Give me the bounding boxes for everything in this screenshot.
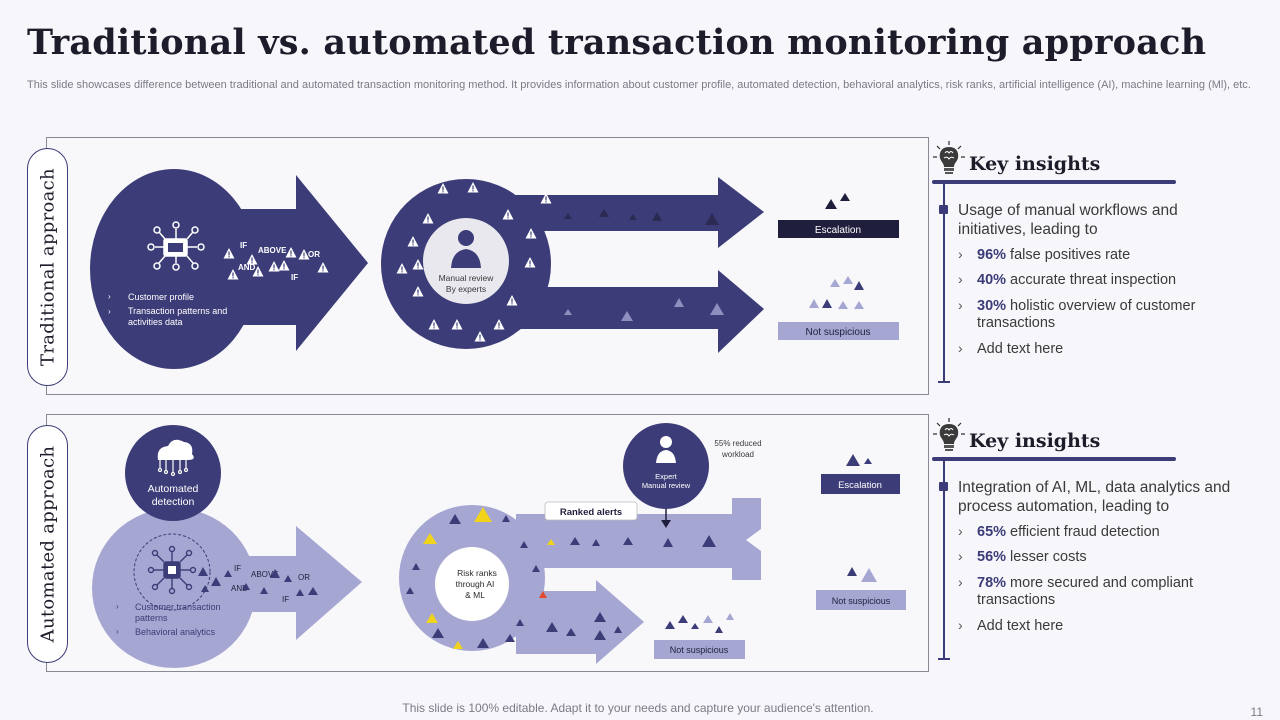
traditional-bullet: Customer profile — [128, 292, 194, 302]
logic-word: OR — [308, 250, 320, 259]
chevron-right-icon: › — [958, 271, 963, 287]
page-title: Traditional vs. automated transaction mo… — [27, 22, 1207, 63]
chip-network-icon — [147, 545, 197, 595]
traditional-bullet: Transaction patterns and — [128, 306, 227, 316]
risk-ranks-label: Risk ranks — [457, 568, 497, 578]
not-suspicious-warnings — [809, 276, 864, 309]
key-insights-heading: Key insights — [969, 430, 1101, 452]
cloud-network-icon — [157, 439, 194, 477]
risk-warnings — [406, 507, 547, 649]
automated-diagram: Automated detection IF ABOVE OR AND IF ›… — [92, 423, 906, 668]
expert-review-circle — [623, 423, 709, 509]
chevron-right-icon: › — [958, 574, 963, 590]
network-screen-icon — [147, 221, 205, 271]
logic-word: ABOVE — [251, 570, 279, 579]
key-insights-bar — [932, 180, 1176, 184]
ranked-alerts-label: Ranked alerts — [560, 507, 622, 518]
not-suspicious-box — [778, 322, 899, 340]
logic-word: IF — [234, 564, 241, 573]
chevron-right-icon: › — [958, 246, 963, 262]
escalation-label: Escalation — [815, 225, 861, 236]
key-insights-bullet — [939, 482, 948, 491]
key-insights-intro: Usage of manual workflows and initiative… — [958, 202, 1178, 238]
page-number: 11 — [1250, 705, 1263, 719]
automated-bullet: Behavioral analytics — [135, 627, 216, 637]
automated-input-oval — [92, 508, 256, 668]
page-subtitle: This slide showcases difference between … — [27, 79, 1251, 91]
logic-word: AND — [231, 584, 248, 593]
escalation-box — [778, 220, 899, 238]
chevron-right-icon: › — [958, 523, 963, 539]
key-insights-intro: Integration of AI, ML, data analytics an… — [958, 479, 1231, 515]
footer-note: This slide is 100% editable. Adapt it to… — [402, 701, 874, 715]
expert-review-label: Expert — [655, 472, 678, 481]
automated-detection-label: Automated — [148, 483, 199, 495]
logic-word: AND — [238, 263, 256, 272]
not-suspicious-label: Not suspicious — [670, 645, 729, 655]
expert-review-label: Manual review — [642, 481, 691, 490]
traditional-side-label: Traditional approach — [27, 148, 68, 386]
user-icon — [656, 436, 676, 463]
automated-detection-label: detection — [152, 496, 195, 508]
not-suspicious-label: Not suspicious — [832, 596, 891, 606]
brain-bulb-icon — [933, 418, 965, 451]
svg-text:›: › — [116, 627, 119, 636]
svg-text:›: › — [116, 602, 119, 611]
manual-review-label: By experts — [446, 284, 486, 294]
ranked-alerts-box — [544, 501, 638, 521]
reduced-workload-label: workload — [721, 450, 754, 459]
risk-ranks-label: through AI — [456, 579, 495, 589]
traditional-bullet: activities data — [128, 317, 183, 327]
manual-review-label: Manual review — [439, 273, 495, 283]
svg-text:›: › — [108, 307, 111, 316]
key-insights-line — [943, 184, 945, 382]
logic-word: OR — [298, 573, 310, 582]
chevron-right-icon: › — [958, 548, 963, 564]
key-insight-item: 30% holistic overview of customer transa… — [977, 298, 1196, 331]
key-insights-bar — [932, 457, 1176, 461]
automated-bullet: patterns — [135, 613, 168, 623]
key-insight-item: Add text here — [977, 618, 1064, 634]
key-insights-heading: Key insights — [969, 153, 1101, 175]
chevron-right-icon: › — [958, 340, 963, 356]
escalation-warnings — [825, 193, 850, 209]
svg-text:›: › — [108, 292, 111, 301]
chevron-right-icon: › — [958, 297, 963, 313]
logic-word: IF — [282, 595, 289, 604]
logic-word: IF — [291, 273, 298, 282]
brain-bulb-icon — [933, 141, 965, 174]
escalation-label: Escalation — [838, 480, 882, 491]
key-insight-item: 96% false positives rate — [977, 247, 1131, 263]
automated-bullet: Customer transaction — [135, 602, 221, 612]
not-suspicious-arrow — [516, 580, 644, 664]
automated-side-label: Automated approach — [27, 425, 68, 663]
key-insights-bullet — [939, 205, 948, 214]
not-suspicious-box — [654, 640, 745, 659]
logic-word: ABOVE — [258, 246, 287, 255]
traditional-diagram: IF ABOVE OR AND IF › Customer profile › … — [90, 169, 899, 369]
not-suspicious-box — [816, 590, 906, 610]
key-insight-item: Add text here — [977, 341, 1064, 357]
key-insight-item: 78% more secured and compliant transacti… — [977, 575, 1194, 608]
reduced-workload-label: 55% reduced — [714, 439, 761, 448]
risk-ranks-label: & ML — [465, 590, 485, 600]
not-suspicious-arrow — [496, 270, 764, 353]
key-insight-item: 40% accurate threat inspection — [977, 272, 1177, 288]
escalation-box — [821, 474, 900, 494]
key-insights-line — [943, 461, 945, 659]
not-suspicious-label: Not suspicious — [805, 327, 870, 338]
escalation-arrow — [496, 177, 764, 248]
key-insight-item: 65% efficient fraud detection — [977, 524, 1160, 540]
chevron-right-icon: › — [958, 617, 963, 633]
logic-word: IF — [240, 241, 247, 250]
key-insight-item: 56% lesser costs — [977, 549, 1087, 565]
user-icon — [451, 230, 481, 268]
